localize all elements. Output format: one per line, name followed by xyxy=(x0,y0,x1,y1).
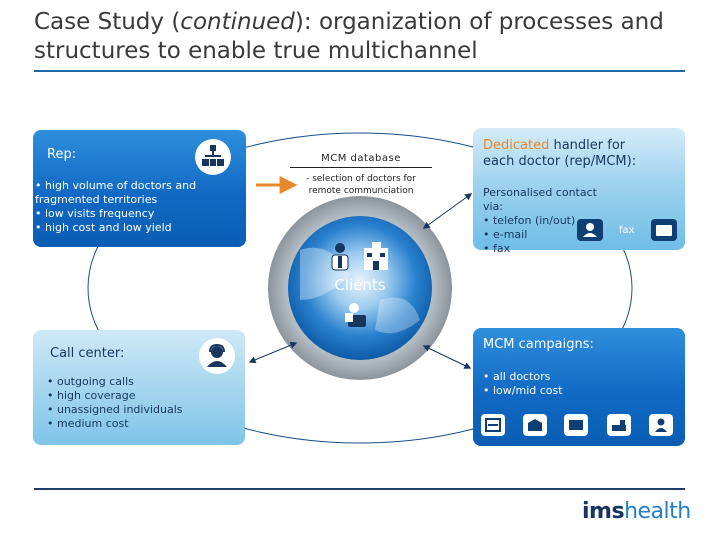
dedicated-handler-box: Dedicated handler for each doctor (rep/M… xyxy=(473,128,685,255)
rep-heading: Rep: xyxy=(47,147,77,162)
conference-icon xyxy=(607,414,631,436)
outer-orbit xyxy=(87,132,633,444)
globe-swirl-right xyxy=(375,297,420,334)
mcm-campaigns-box: MCM campaigns: • all doctors • low/mid c… xyxy=(473,328,685,446)
person-icon xyxy=(649,414,673,436)
rep-line: • low visits frequency xyxy=(35,207,155,220)
dedicated-heading: Dedicated handler for each doctor (rep/M… xyxy=(483,138,683,170)
title-italic: continued xyxy=(180,9,295,35)
call-center-line: • unassigned individuals xyxy=(47,403,183,416)
call-center-line: • high coverage xyxy=(47,389,136,402)
ims-health-logo: imshealth xyxy=(582,499,691,524)
dedicated-heading-highlight: Dedicated xyxy=(483,138,550,153)
arrow-db-mcm xyxy=(422,345,472,369)
call-center-details: • outgoing calls • high coverage • unass… xyxy=(47,375,227,431)
mcm-campaigns-heading: MCM campaigns: xyxy=(483,337,594,352)
dedicated-line: • fax xyxy=(483,242,511,255)
mcm-database-label: MCM database xyxy=(321,153,401,164)
title-divider xyxy=(34,70,685,72)
hospital-icon xyxy=(364,242,388,270)
rep-line: fragmented territories xyxy=(35,193,158,206)
rep-line: • high volume of doctors and xyxy=(35,179,197,192)
mcm-line: • all doctors xyxy=(483,370,551,383)
clients-label: Clients xyxy=(334,276,386,294)
mail-icon xyxy=(523,414,547,436)
mcm-database-underline xyxy=(290,167,432,168)
dedicated-heading-line2: each doctor (rep/MCM): xyxy=(483,154,637,169)
newsletter-icon xyxy=(481,414,505,436)
dedicated-heading-rest: handler for xyxy=(549,138,626,153)
fax-machine-icon xyxy=(651,219,677,241)
clients-globe xyxy=(288,216,432,360)
dedicated-line: • telefon (in/out) xyxy=(483,214,576,227)
headset-agent-icon xyxy=(199,338,235,374)
call-center-heading: Call center: xyxy=(50,346,125,361)
rep-box: Rep: • high volume of doctors and fragme… xyxy=(33,130,246,247)
arrow-db-dedicated xyxy=(422,193,473,229)
call-center-box: Call center: • outgoing calls • high cov… xyxy=(33,330,245,445)
mcm-database-description: - selection of doctors for remote commun… xyxy=(288,173,434,197)
doctor-icon xyxy=(331,243,349,271)
mcm-campaigns-details: • all doctors • low/mid cost xyxy=(483,370,663,398)
monitor-icon xyxy=(564,414,588,436)
dedicated-line: Personalised contact via: xyxy=(483,186,597,213)
footer-divider xyxy=(34,488,685,490)
title-part2: ): organization of processes and structu… xyxy=(34,9,664,64)
mcm-sub-line: - selection of doctors for xyxy=(306,174,416,184)
mcm-line: • low/mid cost xyxy=(483,384,563,397)
fax-label: fax xyxy=(619,225,635,236)
org-chart-icon xyxy=(195,139,231,175)
rep-line: • high cost and low yield xyxy=(35,221,172,234)
mcm-sub-line: remote communciation xyxy=(308,186,414,196)
call-center-line: • medium cost xyxy=(47,417,129,430)
dedicated-details: Personalised contact via: • telefon (in/… xyxy=(483,186,613,256)
dedicated-line: • e-mail xyxy=(483,228,528,241)
title-part1: Case Study ( xyxy=(34,9,181,35)
call-center-line: • outgoing calls xyxy=(47,375,134,388)
logo-part-bold: ims xyxy=(582,499,625,524)
slide-title: Case Study (continued): organization of … xyxy=(34,8,694,66)
pharmacist-icon xyxy=(345,303,366,327)
phone-handler-icon xyxy=(577,219,603,241)
arrow-db-callcenter xyxy=(248,341,298,364)
logo-part-light: health xyxy=(624,499,691,524)
rep-details: • high volume of doctors and fragmented … xyxy=(35,179,245,235)
